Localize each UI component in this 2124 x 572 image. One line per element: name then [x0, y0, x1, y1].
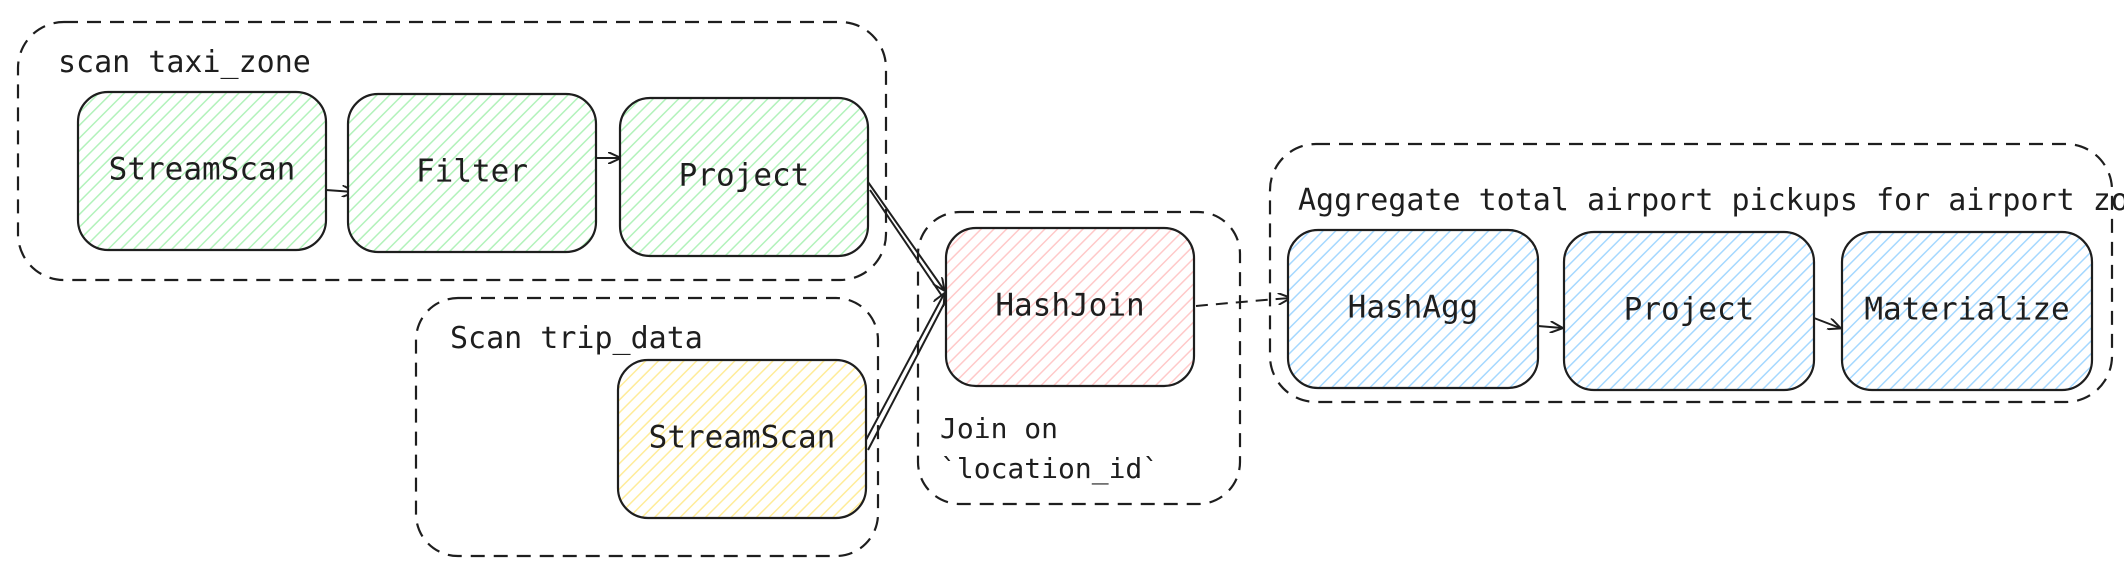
- note-join-on-line1: Join on: [940, 412, 1058, 445]
- node-label-filter: Filter: [416, 154, 528, 190]
- edge-project-to-hashjoin-sketch: [869, 189, 943, 297]
- group-label-scan-trip-data: Scan trip_data: [450, 321, 703, 356]
- node-label-materialize: Materialize: [1864, 292, 2069, 328]
- node-hashjoin[interactable]: [944, 226, 1196, 388]
- node-label-streamscan-taxi: StreamScan: [109, 152, 296, 188]
- node-streamscan-trip[interactable]: [616, 358, 868, 520]
- group-scan-taxi-zone: [16, 20, 888, 282]
- node-label-streamscan-trip: StreamScan: [649, 420, 836, 456]
- group-label-scan-taxi-zone: scan taxi_zone: [58, 45, 311, 80]
- group-aggregate: [1268, 142, 2114, 404]
- node-streamscan-taxi[interactable]: [76, 90, 328, 252]
- node-project-taxi[interactable]: [618, 96, 870, 258]
- group-scan-trip-data: [414, 296, 880, 558]
- node-filter[interactable]: [346, 92, 598, 254]
- node-materialize[interactable]: [1840, 230, 2094, 392]
- edge-project-to-materialize: [1813, 317, 1840, 328]
- group-join: [916, 210, 1242, 506]
- edge-hashjoin-to-hashagg: [1195, 298, 1290, 307]
- node-label-hashagg: HashAgg: [1348, 290, 1479, 326]
- edge-streamscan-to-hashjoin-sketch: [867, 299, 947, 451]
- node-label-project-agg: Project: [1624, 292, 1755, 328]
- node-project-agg[interactable]: [1562, 230, 1816, 392]
- group-label-aggregate: Aggregate total airport pickups for airp…: [1298, 183, 2124, 218]
- node-hashagg[interactable]: [1286, 228, 1540, 390]
- node-label-project-taxi: Project: [679, 158, 810, 194]
- edge-streamscan-to-hashjoin: [865, 294, 944, 441]
- edge-hashagg-to-project: [1537, 326, 1562, 328]
- node-label-hashjoin: HashJoin: [995, 288, 1144, 324]
- edge-project-to-hashjoin: [867, 181, 944, 290]
- note-join-on-line2: `location_id`: [940, 452, 1159, 486]
